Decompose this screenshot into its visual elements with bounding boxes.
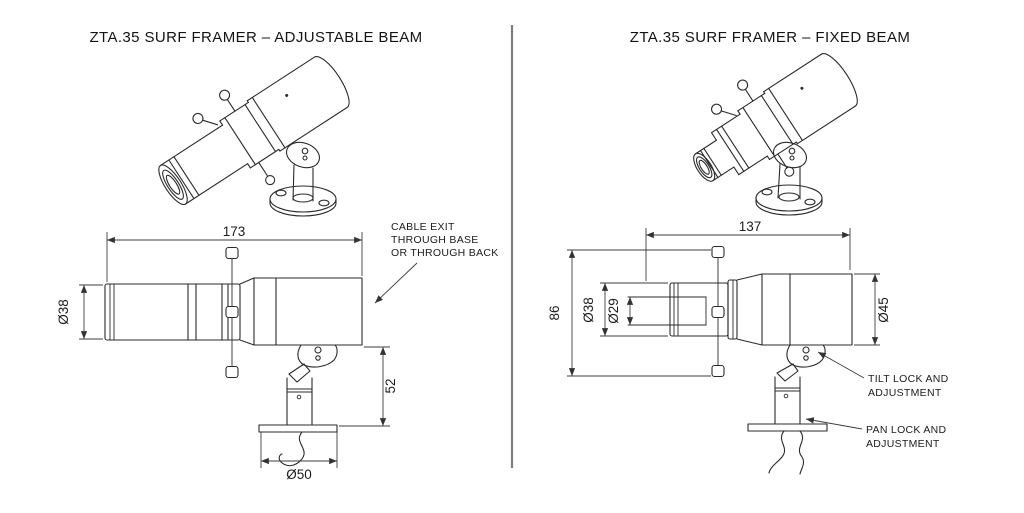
right-length-value: 137: [739, 219, 762, 234]
left-length-dimension: 173: [106, 224, 363, 282]
left-iso-bracket: [269, 141, 337, 217]
left-title: ZTA.35 SURF FRAMER – ADJUSTABLE BEAM: [89, 29, 422, 46]
right-snoot-value: Ø38: [581, 297, 596, 323]
left-isometric-view: [158, 56, 350, 217]
left-side-view: 173 Ø38 52 Ø50: [56, 221, 499, 482]
cable-exit-arrow: [374, 262, 418, 304]
left-bracket: [258, 344, 338, 467]
tilt-note: TILT LOCK AND ADJUSTMENT: [817, 351, 949, 399]
right-title: ZTA.35 SURF FRAMER – FIXED BEAM: [630, 29, 911, 46]
right-body-value: Ø45: [876, 297, 891, 323]
left-panel: ZTA.35 SURF FRAMER – ADJUSTABLE BEAM: [56, 29, 499, 482]
cable-exit-note: CABLE EXIT THROUGH BASE OR THROUGH BACK: [374, 221, 499, 304]
right-aperture-dimension: Ø29: [606, 297, 634, 325]
right-body-dimension: Ø45: [854, 273, 891, 346]
pan-note: PAN LOCK AND ADJUSTMENT: [805, 417, 947, 450]
pan-note-line1: PAN LOCK AND: [866, 424, 947, 436]
right-isometric-view: [693, 53, 858, 216]
right-aperture-value: Ø29: [606, 298, 621, 324]
right-height-dimension: 86: [547, 249, 711, 377]
left-length-value: 173: [223, 224, 246, 239]
left-base-value: Ø50: [286, 467, 312, 482]
cable-note-line1: CABLE EXIT: [391, 221, 455, 233]
right-iso-bracket: [755, 141, 823, 216]
left-diameter-dimension: Ø38: [56, 284, 103, 340]
left-base-dimension: Ø50: [260, 432, 338, 482]
pan-note-line2: ADJUSTMENT: [866, 438, 940, 450]
left-height-dimension: 52: [339, 346, 398, 427]
right-snoot-dimension: Ø38: [581, 282, 668, 337]
right-bracket: [747, 344, 828, 475]
cable-note-line2: THROUGH BASE: [391, 234, 479, 246]
right-height-value: 86: [547, 305, 562, 320]
tilt-arrow: [817, 351, 865, 379]
right-length-dimension: 137: [645, 219, 851, 281]
right-side-view: 137 86 Ø38 Ø29: [547, 219, 949, 475]
left-height-value: 52: [383, 378, 398, 393]
tilt-note-line2: ADJUSTMENT: [868, 387, 942, 399]
tilt-note-line1: TILT LOCK AND: [868, 373, 949, 385]
right-panel: ZTA.35 SURF FRAMER – FIXED BEAM: [547, 29, 949, 475]
cable-note-line3: OR THROUGH BACK: [391, 247, 499, 259]
pan-arrow: [805, 417, 863, 430]
left-diameter-value: Ø38: [56, 299, 71, 325]
